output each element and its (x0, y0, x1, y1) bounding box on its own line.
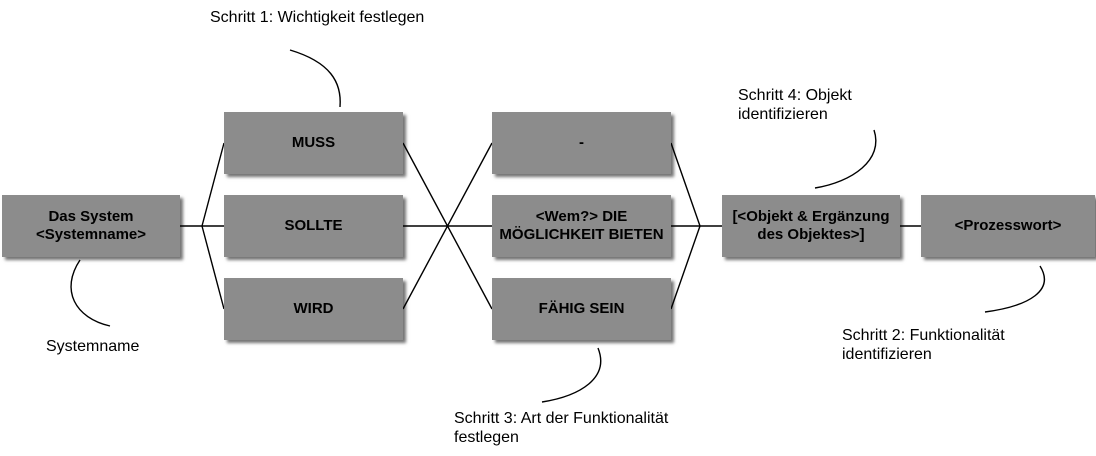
leader-step3 (541, 347, 602, 403)
leader-step1 (289, 49, 341, 108)
box-prozesswort: <Prozesswort> (921, 195, 1095, 257)
leader-systemname (70, 259, 111, 327)
connector-faehig-merge (670, 225, 701, 310)
box-faehig-sein: FÄHIG SEIN (492, 278, 671, 340)
leader-step4 (814, 129, 877, 189)
connector-dash-merge (670, 142, 701, 227)
box-wem-moeglichkeit: <Wem?> DIE MÖGLICHKEIT BIETEN (492, 195, 671, 257)
box-dash: - (492, 112, 671, 174)
box-muss: MUSS (224, 112, 403, 174)
connector-fork-muss (201, 142, 225, 227)
box-sollte: SOLLTE (224, 195, 403, 257)
box-objekt: [<Objekt & Ergänzung des Objektes>] (722, 195, 900, 257)
box-system: Das System <Systemname> (2, 195, 180, 257)
leader-step2 (984, 265, 1046, 313)
box-wird: WIRD (224, 278, 403, 340)
note-step3: Schritt 3: Art der Funktionalität festle… (454, 410, 669, 446)
note-systemname: Systemname (46, 338, 140, 355)
connector-fork-wird (201, 225, 225, 310)
note-step4: Schritt 4: Objekt identifizieren (738, 87, 852, 123)
note-step1: Schritt 1: Wichtigkeit festlegen (210, 9, 425, 26)
note-step2: Schritt 2: Funktionalität identifizieren (842, 327, 1005, 363)
